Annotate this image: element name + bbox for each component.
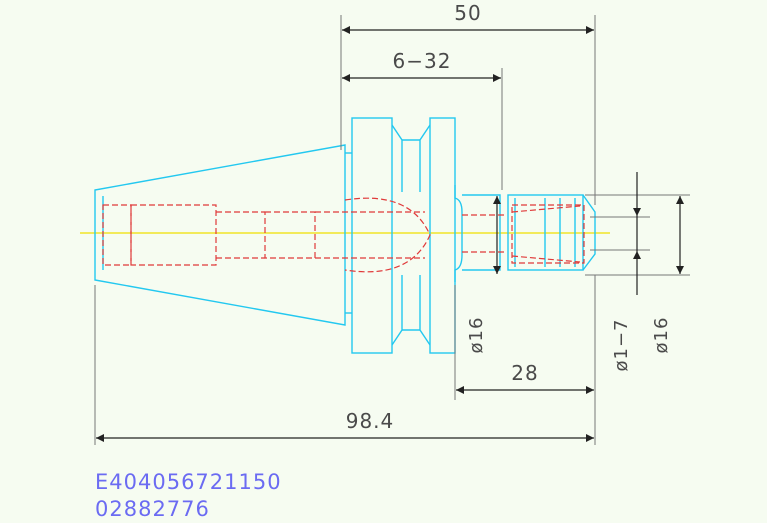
dim-text-50: 50 (454, 1, 481, 25)
part-number-primary: E404056721150 (95, 470, 282, 494)
dim-text-98: 98.4 (346, 409, 395, 433)
hidden-bore-lines (102, 197, 585, 273)
part-number-secondary: 02882776 (95, 497, 210, 521)
dim-text-bore: ø16 (466, 317, 487, 354)
dim-text-clamp: ø1−7 (611, 319, 632, 372)
dimension-lines (96, 26, 684, 442)
dim-text-28: 28 (511, 361, 538, 385)
dim-text-thread: 6−32 (393, 49, 452, 73)
extension-lines (94, 15, 690, 445)
tool-holder-outline (94, 117, 596, 354)
dim-text-nose: ø16 (651, 317, 672, 354)
